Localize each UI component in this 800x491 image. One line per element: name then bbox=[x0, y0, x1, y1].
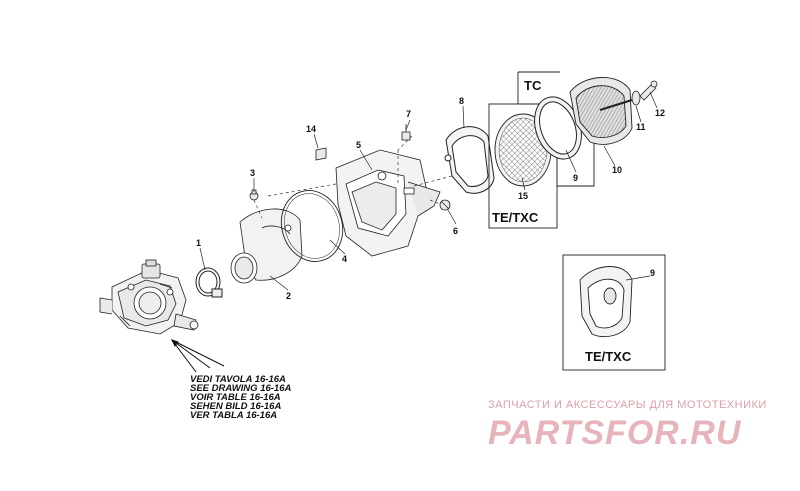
reference-line-it: VEDI TAVOLA 16-16A bbox=[190, 374, 286, 385]
drawing-reference-text: VEDI TAVOLA 16-16A SEE DRAWING 16-16A VO… bbox=[190, 374, 291, 421]
bolt-part-6 bbox=[439, 199, 451, 211]
part-number-9: 9 bbox=[573, 173, 578, 183]
part-number-7: 7 bbox=[406, 109, 411, 119]
part-number-10: 10 bbox=[612, 165, 622, 175]
watermark: ЗАПЧАСТИ И АКСЕССУАРЫ ДЛЯ МОТОТЕХНИКИ PA… bbox=[488, 399, 767, 452]
part-number-1: 1 bbox=[196, 238, 201, 248]
bolt-part-7 bbox=[401, 124, 411, 141]
part-number-6: 6 bbox=[453, 226, 458, 236]
filter-housing-part bbox=[569, 77, 633, 145]
throttle-body-part bbox=[99, 259, 199, 335]
te-txc-bottom-box bbox=[562, 254, 666, 371]
reference-line-en: SEE DRAWING 16-16A bbox=[190, 383, 291, 394]
tc-group-box bbox=[517, 71, 595, 187]
part-number-3: 3 bbox=[250, 168, 255, 178]
assembly-dash-lines bbox=[253, 135, 453, 219]
filter-ring-part-9 bbox=[534, 96, 582, 160]
airbox-part bbox=[335, 149, 441, 257]
bolt-part-11 bbox=[631, 90, 641, 106]
gasket-ring-part bbox=[280, 190, 344, 262]
hose-clamp-part bbox=[195, 267, 223, 298]
leader-lines bbox=[199, 91, 658, 291]
part-number-14: 14 bbox=[306, 124, 316, 134]
intake-sleeve-part bbox=[230, 208, 303, 284]
reference-line-fr: VOIR TABLE 16-16A bbox=[190, 392, 281, 403]
part-number-5: 5 bbox=[356, 140, 361, 150]
part-number-15: 15 bbox=[518, 191, 528, 201]
part-number-9-bottom: 9 bbox=[650, 268, 655, 278]
part-number-12: 12 bbox=[655, 108, 665, 118]
part-number-11: 11 bbox=[636, 122, 646, 132]
clip-part-14 bbox=[315, 147, 327, 161]
part-number-labels: 1 2 3 4 5 6 7 8 9 10 11 12 14 15 9 bbox=[196, 96, 665, 301]
tc-label: TC bbox=[524, 78, 542, 93]
watermark-tagline: ЗАПЧАСТИ И АКСЕССУАРЫ ДЛЯ МОТОТЕХНИКИ bbox=[488, 399, 767, 411]
part-number-2: 2 bbox=[286, 291, 291, 301]
watermark-logo: PARTSFOR.RU bbox=[488, 414, 742, 452]
part-number-4: 4 bbox=[342, 254, 347, 264]
bolt-part-12 bbox=[639, 80, 658, 101]
reference-line-de: SEHEN BILD 16-16A bbox=[190, 401, 281, 412]
filter-shroud-part-9 bbox=[579, 266, 633, 338]
te-txc-label-bottom: TE/TXC bbox=[585, 349, 632, 364]
reference-arrows bbox=[171, 339, 225, 373]
reference-line-es: VER TABLA 16-16A bbox=[190, 410, 277, 421]
te-txc-label-top: TE/TXC bbox=[492, 210, 539, 225]
filter-frame-part bbox=[444, 126, 495, 194]
part-number-8: 8 bbox=[459, 96, 464, 106]
